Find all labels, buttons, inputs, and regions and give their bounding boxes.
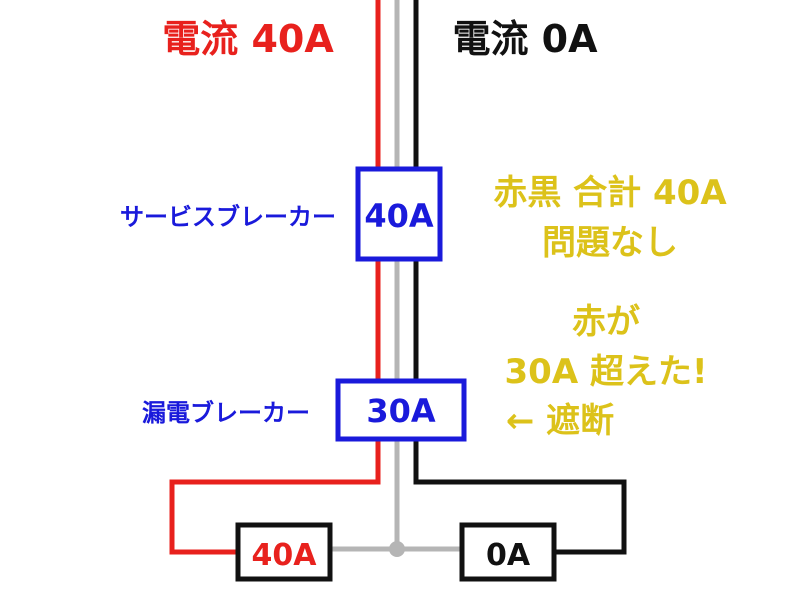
leakage-breaker-box [335, 378, 467, 442]
leakage-breaker-label: 漏電ブレーカー [142, 399, 310, 427]
red-wire [169, 0, 381, 555]
neutral-junction [389, 541, 405, 557]
load-right-value: 0A [486, 538, 531, 573]
black-current-label: 電流 0A [452, 17, 598, 61]
leakage-breaker-rating: 30A [366, 392, 436, 430]
red-current-label: 電流 40A [162, 17, 334, 61]
service-note-line1: 赤黒 合計 40A [493, 173, 727, 213]
black-wire [413, 0, 627, 555]
leakage-note-line2: 30A 超えた! [505, 352, 708, 392]
service-breaker-rating: 40A [364, 197, 434, 235]
leakage-note-line1: 赤が [572, 302, 640, 342]
service-breaker-label: サービスブレーカー [120, 203, 336, 231]
load-right-box [459, 522, 557, 582]
load-left-value: 40A [252, 538, 318, 573]
service-breaker-box [355, 166, 443, 262]
leakage-note-line3: ← 遮断 [506, 401, 614, 441]
load-left-box [235, 522, 333, 582]
service-note-line2: 問題なし [542, 223, 678, 263]
